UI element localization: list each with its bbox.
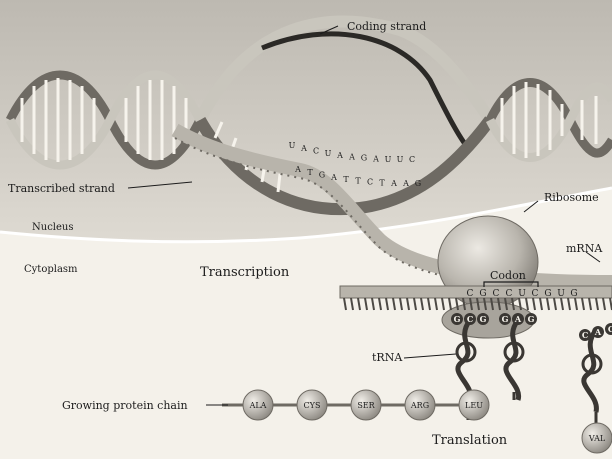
template-base: T — [355, 176, 361, 185]
nucleus-label: Nucleus — [32, 222, 73, 233]
cytoplasm-label: Cytoplasm — [24, 264, 78, 275]
anticodon-base: G — [480, 314, 487, 324]
template-base: A — [390, 179, 397, 188]
amino-acid-label: LEU — [465, 401, 483, 410]
mrna-label: mRNA — [566, 242, 603, 255]
amino-acid-val-label: VAL — [588, 434, 606, 443]
anticodon-base: G — [502, 314, 509, 324]
mrna-base: A — [372, 154, 379, 163]
transcribed-strand-label: Transcribed strand — [8, 182, 115, 195]
coding-strand-label: Coding strand — [347, 20, 426, 33]
template-base: G — [319, 170, 325, 179]
anticodon-base: A — [594, 327, 602, 337]
amino-acid-label: SER — [357, 401, 375, 410]
template-base: T — [307, 168, 313, 177]
mrna-base: G — [361, 154, 367, 163]
template-base: T — [343, 175, 349, 184]
codon-base: G — [570, 289, 577, 299]
mrna-base: A — [336, 151, 343, 160]
codon-base: G — [544, 289, 551, 299]
codon-base: C — [493, 289, 500, 299]
template-base: A — [330, 173, 337, 182]
template-base: A — [402, 179, 409, 188]
codon-base: C — [532, 289, 539, 299]
mrna-base: U — [289, 141, 296, 150]
codon-base: C — [506, 289, 513, 299]
template-base: A — [294, 165, 301, 174]
mrna-base: C — [313, 146, 319, 155]
amino-acid-label: CYS — [304, 401, 321, 410]
amino-acid-label: ALA — [249, 401, 267, 410]
codon-base: U — [557, 289, 565, 299]
mrna-base: U — [325, 149, 332, 158]
trna-label: tRNA — [372, 351, 403, 364]
ribosome-label: Ribosome — [544, 191, 599, 204]
mrna-base: A — [348, 152, 355, 161]
mrna-base: U — [397, 155, 404, 164]
codon-base: U — [518, 289, 526, 299]
amino-acid-label: ARG — [410, 401, 429, 410]
growing-protein-chain-label: Growing protein chain — [62, 399, 188, 412]
mrna-base: U — [385, 155, 392, 164]
codon-base: C — [467, 289, 474, 299]
template-base: T — [379, 178, 385, 187]
translation-label: Translation — [432, 433, 508, 448]
anticodon-base: C — [582, 330, 588, 340]
anticodon-base: C — [467, 314, 473, 324]
anticodon-base: G — [528, 314, 535, 324]
anticodon-base: A — [514, 314, 522, 324]
mrna-base: A — [300, 144, 307, 153]
codon-base: G — [479, 289, 486, 299]
template-base: G — [415, 179, 421, 188]
template-base: C — [367, 178, 373, 187]
anticodon-base: C — [608, 324, 612, 334]
transcription-label: Transcription — [200, 265, 290, 280]
mrna-base: C — [409, 155, 415, 164]
anticodon-base: G — [454, 314, 461, 324]
codon-label: Codon — [490, 269, 526, 282]
